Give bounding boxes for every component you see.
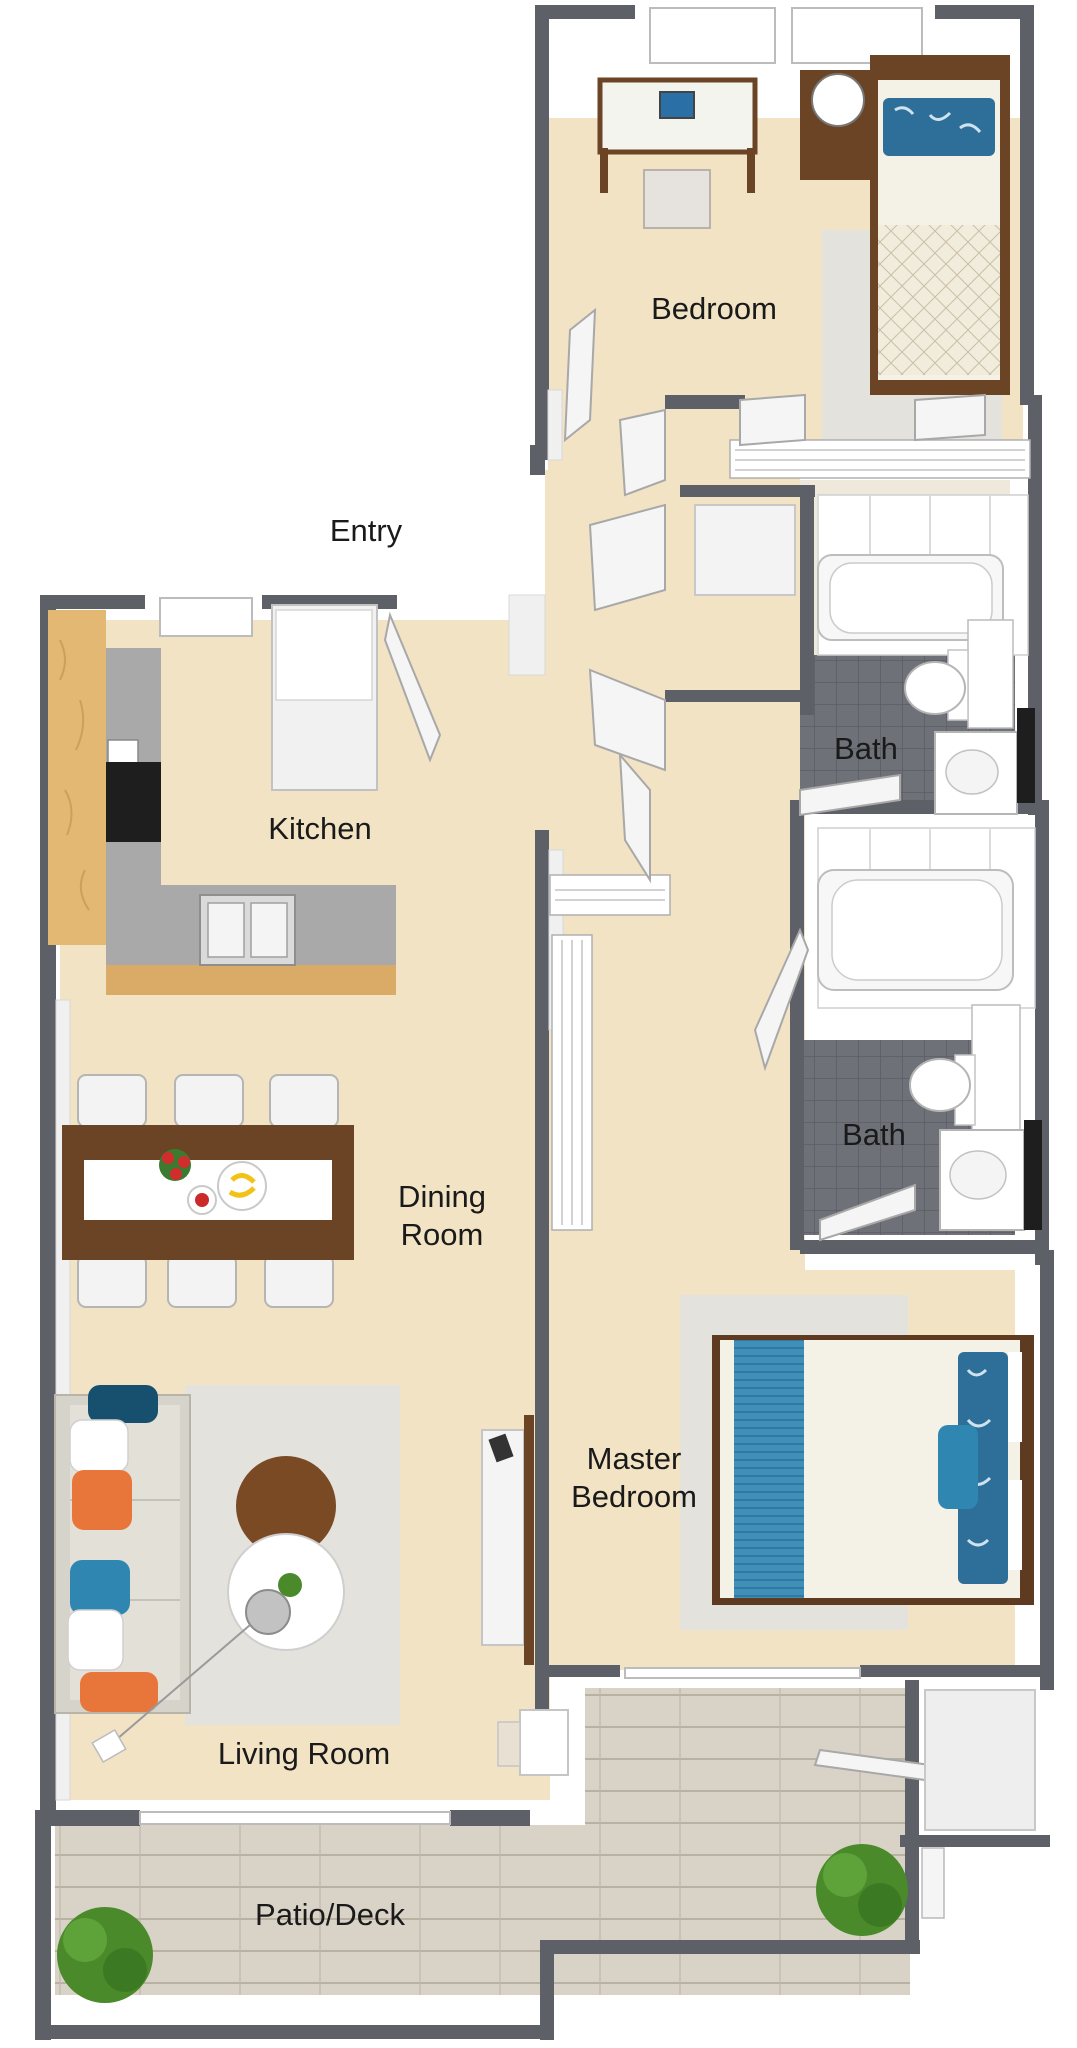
room-label-bath-2: Bath	[842, 1117, 906, 1152]
room-label-bath-1: Bath	[834, 731, 898, 766]
room-label-master-line1: Master	[586, 1441, 682, 1476]
bedroom-furniture	[597, 55, 1010, 440]
room-label-dining: Dining Room	[398, 1178, 486, 1254]
kitchen-fixtures	[48, 604, 396, 995]
room-label-master: Master Bedroom	[571, 1440, 697, 1516]
closet-rod-lines	[555, 449, 1025, 1225]
storage-closet	[924, 1689, 1036, 1831]
patio-gate	[921, 1847, 945, 1919]
windows	[139, 7, 923, 1825]
bath-1-fixtures	[817, 494, 1035, 815]
living-furniture	[54, 1385, 569, 1776]
room-label-entry: Entry	[329, 513, 403, 548]
dining-furniture	[62, 1074, 354, 1308]
room-label-dining-line1: Dining	[398, 1179, 486, 1214]
room-label-master-line2: Bedroom	[571, 1479, 697, 1514]
room-label-bedroom: Bedroom	[651, 291, 777, 326]
patio-plants	[57, 1844, 908, 2003]
bath-2-fixtures	[817, 827, 1042, 1231]
patio-deck	[55, 1688, 910, 1995]
room-label-dining-line2: Room	[400, 1217, 484, 1252]
utility-closet	[694, 504, 796, 596]
master-furniture	[680, 1295, 1034, 1630]
room-label-living-room: Living Room	[217, 1736, 391, 1771]
room-label-kitchen: Kitchen	[268, 811, 372, 846]
room-label-patio: Patio/Deck	[255, 1897, 405, 1932]
doors	[383, 307, 986, 1782]
